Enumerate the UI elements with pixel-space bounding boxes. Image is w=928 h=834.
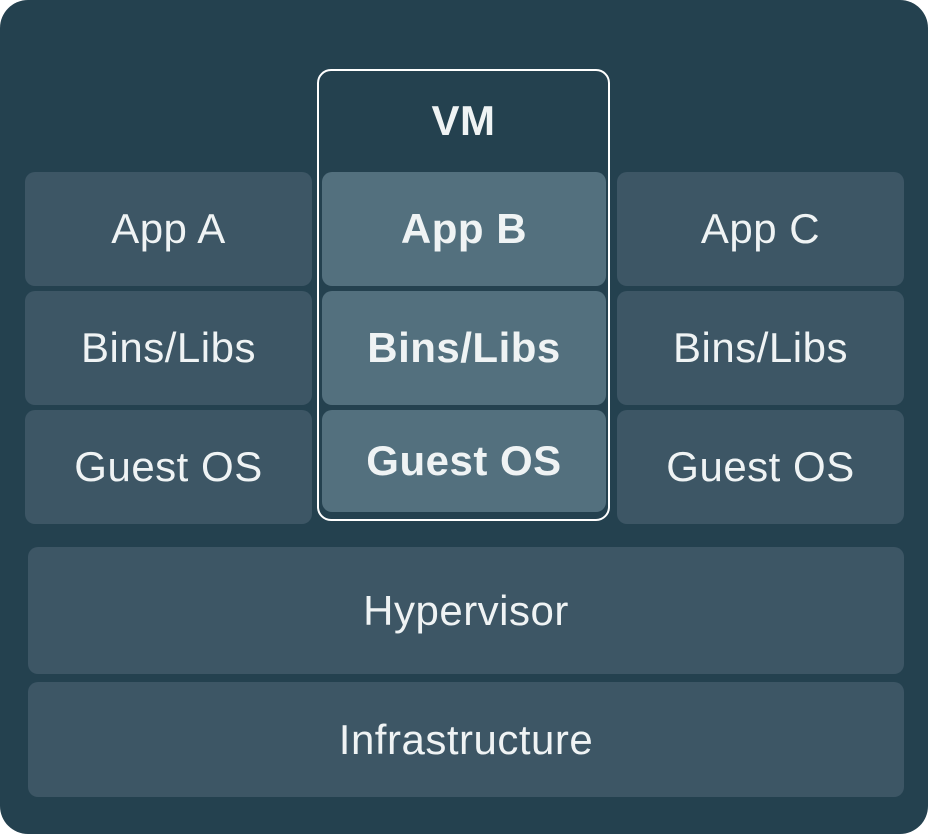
cell-app-c: App C bbox=[617, 172, 904, 286]
vm-outline: VM bbox=[317, 69, 610, 521]
cell-guest-os-vm: Guest OS bbox=[322, 410, 606, 512]
infrastructure-layer: Infrastructure bbox=[28, 682, 904, 797]
cell-app-a: App A bbox=[25, 172, 312, 286]
cell-bins-libs-left: Bins/Libs bbox=[25, 291, 312, 405]
cell-bins-libs-vm: Bins/Libs bbox=[322, 291, 606, 405]
cell-guest-os-right: Guest OS bbox=[617, 410, 904, 524]
hypervisor-layer: Hypervisor bbox=[28, 547, 904, 674]
vm-label: VM bbox=[431, 97, 496, 144]
cell-app-b: App B bbox=[322, 172, 606, 286]
cell-guest-os-left: Guest OS bbox=[25, 410, 312, 524]
cell-bins-libs-right: Bins/Libs bbox=[617, 291, 904, 405]
